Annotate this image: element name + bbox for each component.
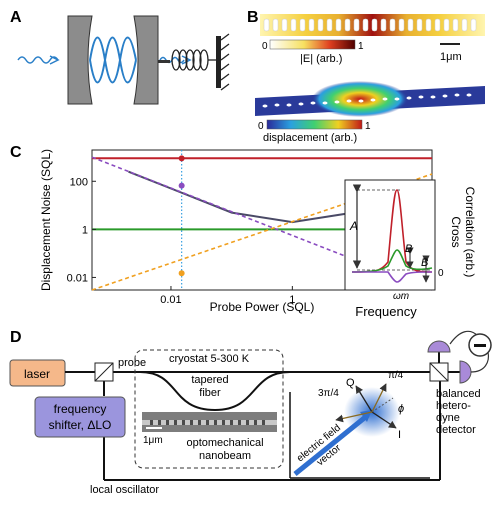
panel-a-label: A [10, 9, 22, 26]
cryostat-label: cryostat 5-300 K [169, 353, 250, 365]
y-axis-ticks: 0.01 1 100 [67, 176, 96, 284]
field-holes [263, 18, 477, 32]
q-axis [355, 385, 373, 413]
panel-c-label: C [10, 144, 22, 161]
incoming-wave [17, 56, 59, 64]
beam-splitter-right [429, 362, 449, 382]
marker-point-0 [178, 182, 185, 189]
tapered-fiber-line1: tapered [191, 374, 228, 386]
phasor-pi4-label: π/4 [388, 370, 404, 381]
x-tick-label-1: 1 [289, 294, 295, 306]
pi-over-4-arrow [371, 383, 387, 413]
cavity-schematic [17, 15, 230, 105]
nanobeam-scalebar-label: 1μm [143, 435, 163, 446]
inset-label-b2: B [421, 257, 428, 269]
left-mirror [67, 15, 93, 105]
laser-label: laser [24, 367, 50, 381]
incoming-wave-arrow [49, 55, 60, 65]
x-axis-label: Probe Power (SQL) [210, 300, 315, 314]
y-axis-label: Displacement Noise (SQL) [39, 149, 53, 291]
inset-ytick-zero: 0 [438, 268, 444, 279]
phasor-phi-label: ϕ [398, 403, 404, 415]
x-tick-label-0: 0.01 [160, 294, 181, 306]
inset-title-line2: Correlation (arb.) [463, 187, 477, 278]
inset-purple-dip [352, 271, 433, 283]
field-colorbar-min: 0 [262, 41, 268, 52]
marker-point-1 [178, 270, 185, 277]
detector-line1: balanced [436, 388, 481, 400]
series-line-4 [91, 173, 433, 291]
spring-mount [158, 60, 170, 63]
cross-correlation-inset: A B B 0 ωm Frequency Cross Correlation (… [344, 179, 477, 319]
panel-b-label: B [247, 9, 259, 26]
optical-paths [80, 371, 441, 481]
right-mirror [133, 15, 159, 105]
probe-label: probe [118, 357, 146, 369]
field-scalebar-label: 1μm [440, 51, 462, 63]
displacement-colorbar-label: displacement (arb.) [263, 132, 357, 144]
phasor-i-label: I [398, 429, 401, 441]
wall-hatch [220, 33, 230, 91]
panel-d-label: D [10, 329, 22, 346]
marker-point-2 [178, 155, 185, 162]
displacement-holes [262, 93, 472, 108]
cavity-field-2 [89, 36, 137, 84]
phasor-3pi4-label: 3π/4 [318, 388, 339, 399]
spring [171, 49, 216, 71]
tapered-fiber-path [139, 371, 291, 412]
displacement-hotspot [312, 81, 408, 117]
cryostat-box [134, 349, 284, 469]
field-colorbar-label: |E| (arb.) [300, 53, 342, 65]
phasor-diagram: Q I 3π/4 π/4 ϕ electric field vector [289, 370, 430, 479]
photodiode-right [459, 360, 472, 384]
phi-guide [371, 397, 394, 413]
detector-line3: dyne [436, 412, 460, 424]
frequency-shifter-line1: frequency [54, 402, 107, 416]
cavity-field-1 [89, 36, 137, 84]
inset-label-a: A [349, 219, 358, 233]
displacement-colorbar-min: 0 [258, 121, 264, 132]
inset-title-line1: Cross [449, 216, 463, 247]
minus-sign [474, 344, 486, 347]
frequency-shifter-line2: shifter, ΔLO [49, 418, 112, 432]
detector-line2: hetero- [436, 400, 471, 412]
inset-xtick: ωm [393, 291, 409, 302]
displacement-colorbar-max: 1 [365, 121, 371, 132]
frequency-shifter-box[interactable] [34, 396, 126, 438]
nanobeam-sem-image [142, 412, 277, 432]
three-pi-over-4-arrow [335, 411, 373, 423]
y-tick-label-1: 1 [82, 224, 88, 236]
nanobeam-line1: optomechanical [186, 437, 263, 449]
inset-label-b1: B [405, 243, 412, 255]
field-colorbar-max: 1 [358, 41, 364, 52]
field-profile [260, 14, 485, 36]
nanobeam-line2: nanobeam [199, 450, 251, 462]
i-axis [371, 411, 397, 429]
inset-xlabel: Frequency [355, 304, 417, 319]
photodiode-top [427, 340, 451, 353]
chart-markers [178, 155, 185, 277]
field-colorbar [269, 39, 356, 50]
y-tick-label-2: 100 [70, 176, 88, 188]
wall [216, 36, 221, 88]
electric-field-vector [293, 413, 370, 476]
displacement-colorbar [266, 119, 363, 130]
y-tick-label-0: 0.01 [67, 272, 88, 284]
displacement-profile [255, 81, 485, 117]
output-wave-arrow [181, 55, 192, 65]
tapered-fiber-line2: fiber [199, 387, 221, 399]
phasor-q-label: Q [346, 377, 355, 389]
local-oscillator-label: local oscillator [90, 484, 159, 496]
detector-line4: detector [436, 424, 476, 436]
x-axis-ticks: 0.01 1 [160, 286, 295, 306]
beam-splitter-left [94, 362, 114, 382]
